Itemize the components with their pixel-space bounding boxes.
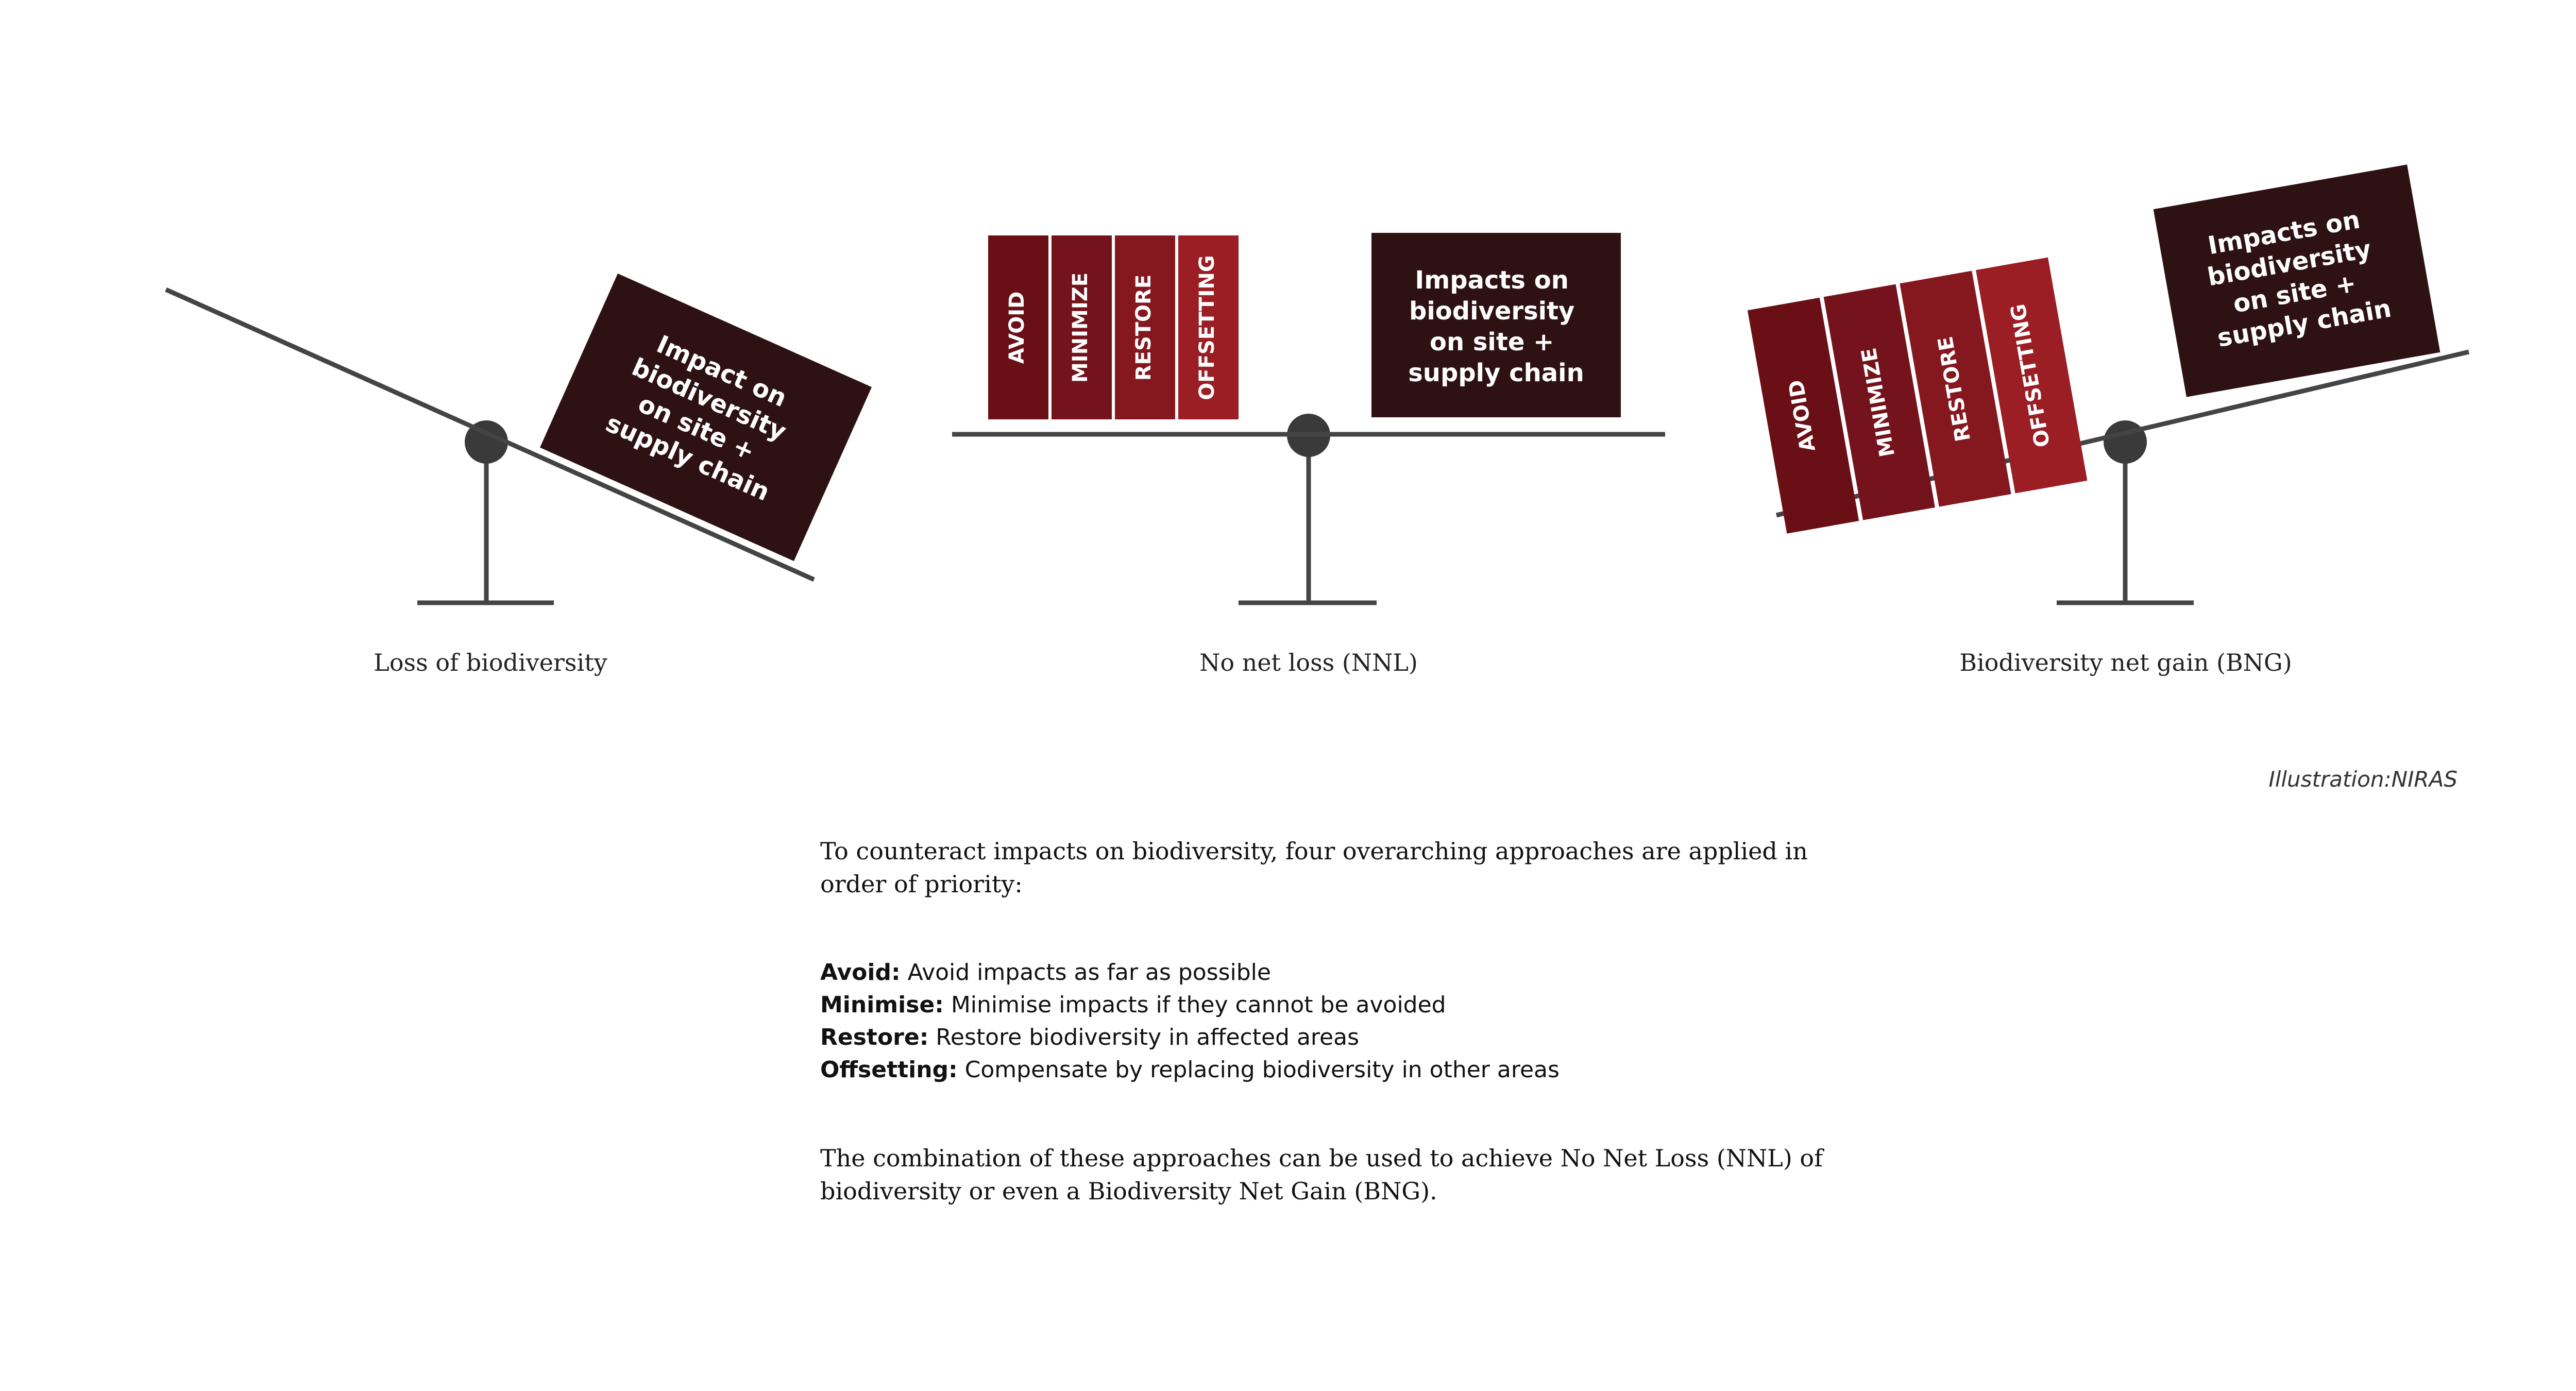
intro-paragraph: To counteract impacts on biodiversity, f… — [820, 837, 1808, 898]
scale-caption: No net loss (NNL) — [1199, 649, 1418, 676]
approach-restore: Restore: Restore biodiversity in affecte… — [820, 1021, 1830, 1054]
approach-description: Avoid impacts as far as possible — [900, 959, 1271, 986]
restore-label: RESTORE — [1132, 275, 1156, 381]
approach-description: Restore biodiversity in affected areas — [928, 1024, 1360, 1050]
scale-loss-of-biodiversity: Impact on biodiversity on site + supply … — [165, 273, 872, 676]
conclusion-paragraph: The combination of these approaches can … — [820, 1144, 1823, 1205]
approach-description: Minimise impacts if they cannot be avoid… — [943, 992, 1446, 1018]
impact-text-line: supply chain — [1408, 359, 1584, 387]
approach-minimise: Minimise: Minimise impacts if they canno… — [820, 989, 1830, 1021]
avoid-block — [1747, 297, 1859, 534]
approach-offsetting: Offsetting: Compensate by replacing biod… — [820, 1054, 1830, 1086]
restore-block — [1115, 235, 1175, 419]
impact-box: Impact on biodiversity on site + supply … — [539, 273, 872, 562]
impact-box: Impacts on biodiversity on site + supply… — [1371, 233, 1621, 417]
scale-caption: Biodiversity net gain (BNG) — [1959, 649, 2292, 676]
offsetting-block — [1976, 257, 2088, 494]
avoid-label: AVOID — [1005, 292, 1029, 364]
minimize-block — [1052, 235, 1112, 419]
impact-text-line: on site + — [1430, 328, 1554, 357]
mitigation-blocks: AVOID MINIMIZE RESTORE OFFSETTING — [1747, 257, 2088, 534]
scale-biodiversity-net-gain: AVOID MINIMIZE RESTORE OFFSETTING Impact… — [1747, 164, 2470, 676]
offsetting-block — [1178, 235, 1239, 419]
approach-term: Avoid: — [820, 959, 901, 986]
approach-term: Offsetting: — [820, 1057, 958, 1083]
scale-pivot — [2104, 420, 2147, 464]
approaches-list: Avoid: Avoid impacts as far as possible … — [820, 956, 1830, 1086]
avoid-block — [988, 235, 1048, 419]
restore-block — [1900, 270, 2011, 507]
scale-beam — [165, 287, 815, 582]
impact-text-line: Impacts on — [1415, 266, 1568, 295]
approach-term: Minimise: — [820, 992, 944, 1018]
minimize-block — [1823, 284, 1935, 520]
explanation-text: To counteract impacts on biodiversity, f… — [820, 835, 1830, 1208]
impact-text-line: biodiversity — [1409, 297, 1574, 326]
scale-caption: Loss of biodiversity — [374, 649, 607, 676]
scale-no-net-loss: AVOID MINIMIZE RESTORE OFFSETTING Impact… — [952, 233, 1665, 676]
minimize-label: MINIMIZE — [1069, 273, 1092, 383]
approach-term: Restore: — [820, 1024, 929, 1050]
offsetting-label: OFFSETTING — [1195, 255, 1219, 400]
illustration-credit: Illustration:NIRAS — [2268, 767, 2458, 792]
scale-pivot — [465, 420, 508, 464]
approach-avoid: Avoid: Avoid impacts as far as possible — [820, 956, 1830, 989]
impact-box: Impacts on biodiversity on site + supply… — [2153, 164, 2441, 397]
approach-description: Compensate by replacing biodiversity in … — [957, 1057, 1560, 1083]
svg-text:Impacts on biodiversit: Impacts on biodiversity on site + supply… — [1408, 266, 1584, 387]
